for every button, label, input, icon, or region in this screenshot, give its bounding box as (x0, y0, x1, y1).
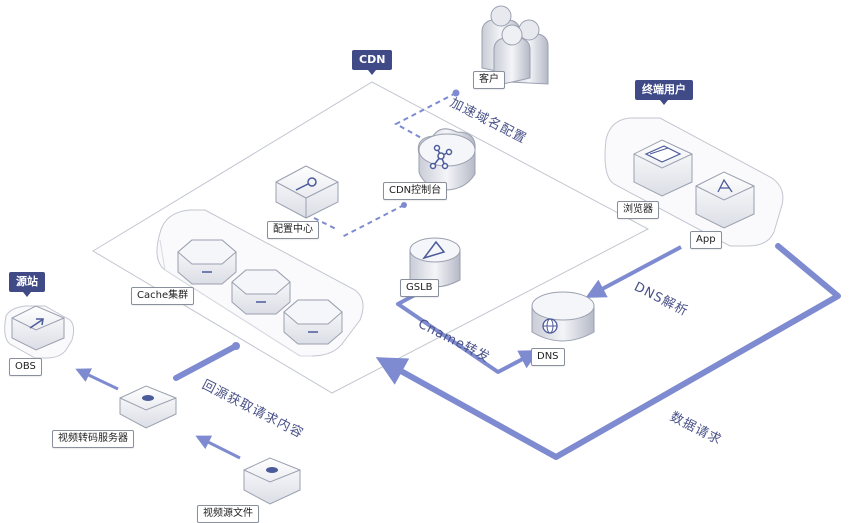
region-tag-cdn: CDN (352, 50, 393, 75)
play-icon (243, 457, 301, 505)
acc-domain-config-line (393, 92, 457, 147)
transcode-to-obs-line (75, 368, 119, 391)
gslb-label: GSLB (400, 279, 439, 297)
config-center-label: 配置中心 (267, 221, 319, 239)
transcode-server-label: 视频转码服务器 (52, 430, 134, 448)
globe-icon (531, 291, 595, 342)
data-request-line (775, 243, 841, 299)
cloud-network-icon (417, 128, 476, 191)
app-label: App (690, 231, 722, 249)
upload-arrow-icon (11, 305, 65, 351)
client-label: 客户 (473, 71, 505, 89)
source-file-label: 视频源文件 (197, 505, 259, 523)
cdn-region-boundary (92, 81, 650, 394)
dns-resolve-line (585, 245, 682, 298)
browser-window-icon (633, 139, 693, 197)
app-store-icon (695, 171, 755, 229)
browser-label: 浏览器 (617, 201, 659, 219)
hexagon-server-icon (177, 239, 343, 345)
obs-label: OBS (9, 358, 42, 376)
end-user-platform (604, 117, 784, 247)
cname-line (396, 288, 540, 374)
key-icon (275, 165, 339, 219)
region-tag-end-user: 终端用户 (635, 80, 693, 105)
back-to-origin-line (173, 343, 239, 381)
console-to-config-line (339, 204, 405, 239)
file-to-transcode-line (195, 435, 241, 460)
play-icon (119, 385, 177, 429)
dns-label: DNS (531, 348, 565, 366)
cdn-console-label: CDN控制台 (383, 182, 448, 200)
region-tag-origin: 源站 (9, 272, 45, 297)
cache-cluster-label: Cache集群 (131, 287, 195, 305)
